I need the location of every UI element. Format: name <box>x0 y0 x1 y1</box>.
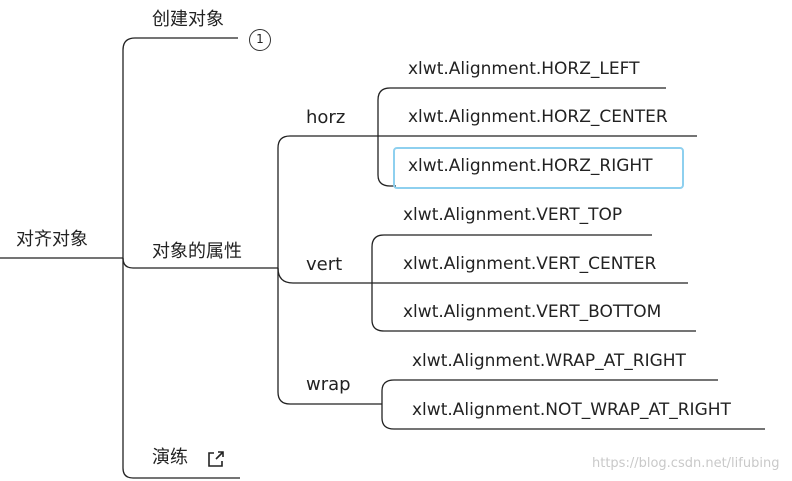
trunk-connector-lower <box>122 258 240 479</box>
leaf-vert-center[interactable]: xlwt.Alignment.VERT_CENTER <box>403 254 657 274</box>
leaf-wrap-at-right[interactable]: xlwt.Alignment.WRAP_AT_RIGHT <box>412 351 686 371</box>
leaf-vert-top[interactable]: xlwt.Alignment.VERT_TOP <box>403 205 623 225</box>
horz-leaf-bottom <box>377 136 396 187</box>
node-create-object[interactable]: 创建对象 <box>152 9 224 30</box>
root-node-label[interactable]: 对齐对象 <box>16 229 88 250</box>
wrap-leaf-bottom <box>381 404 765 430</box>
vert-leaf-top <box>371 234 652 283</box>
horz-connector <box>277 135 378 268</box>
horz-leaf-top <box>377 87 666 136</box>
leaf-vert-bottom[interactable]: xlwt.Alignment.VERT_BOTTOM <box>403 302 662 322</box>
node-vert[interactable]: vert <box>306 254 343 275</box>
node-horz[interactable]: horz <box>306 107 346 128</box>
node-object-properties[interactable]: 对象的属性 <box>152 241 242 262</box>
marker-badge[interactable]: 1 <box>249 29 271 51</box>
leaf-not-wrap-at-right[interactable]: xlwt.Alignment.NOT_WRAP_AT_RIGHT <box>412 400 731 420</box>
vert-leaf-bottom <box>371 283 696 332</box>
leaf-horz-right[interactable]: xlwt.Alignment.HORZ_RIGHT <box>408 156 653 176</box>
wrap-connector <box>277 268 382 405</box>
trunk-connector <box>122 37 238 258</box>
wrap-leaf-top <box>381 379 718 404</box>
selection-highlight <box>393 147 684 189</box>
node-wrap[interactable]: wrap <box>306 374 351 395</box>
leaf-horz-left[interactable]: xlwt.Alignment.HORZ_LEFT <box>408 59 640 79</box>
node-practice[interactable]: 演练 <box>152 447 188 468</box>
watermark-text: https://blog.csdn.net/lifubing <box>592 456 780 471</box>
leaf-horz-center[interactable]: xlwt.Alignment.HORZ_CENTER <box>408 107 668 127</box>
external-link-icon[interactable] <box>206 449 226 473</box>
props-underline <box>122 257 278 269</box>
